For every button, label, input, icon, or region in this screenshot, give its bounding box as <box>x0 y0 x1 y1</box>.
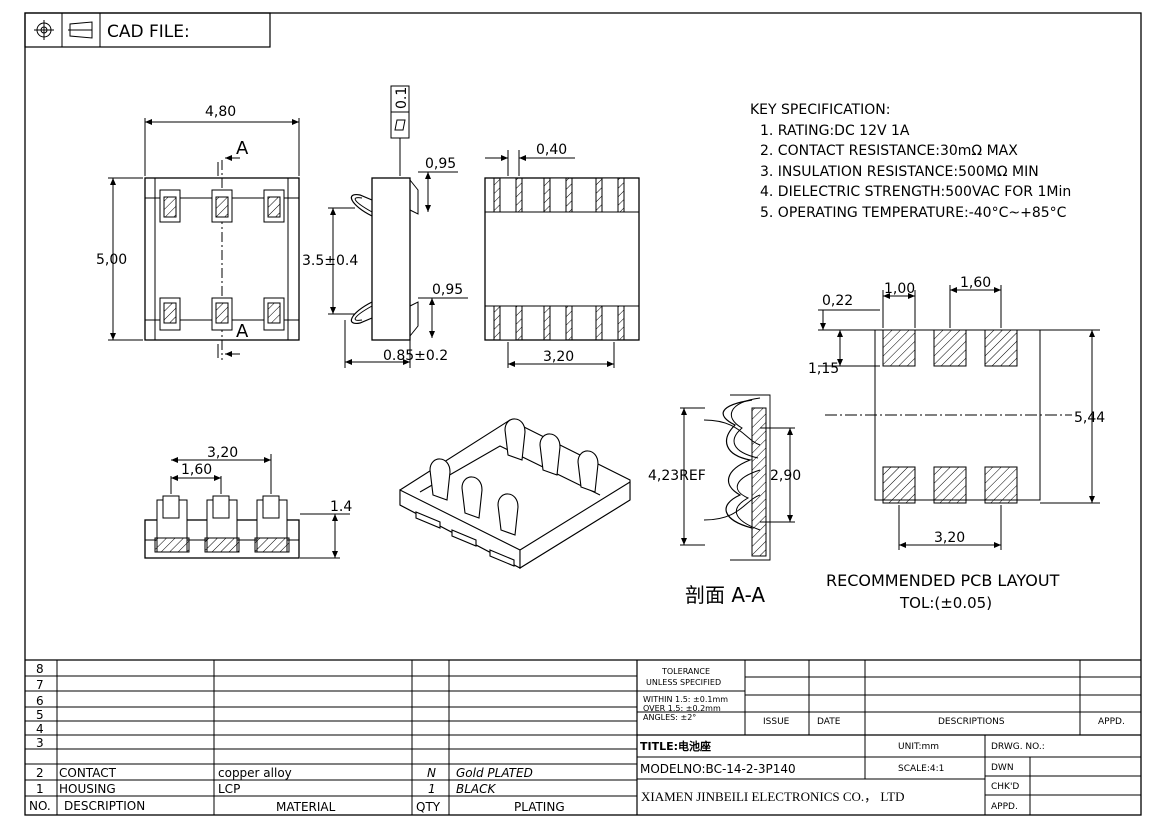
spec-item-4: 4. DIELECTRIC STRENGTH:500VAC FOR 1Min <box>760 184 1071 200</box>
side-top-dim: 0,95 <box>425 156 456 172</box>
chkd-label: CHK'D <box>991 782 1019 792</box>
section-title: 剖面 A-A <box>685 583 765 607</box>
section-ref-dim: 4,23REF <box>648 468 706 484</box>
spec-title: KEY SPECIFICATION: <box>750 102 890 118</box>
tolerance-sub: UNLESS SPECIFIED <box>646 678 721 687</box>
projection-symbol-icon <box>34 20 93 40</box>
front-contacts <box>154 495 290 553</box>
pcb-layout-title: RECOMMENDED PCB LAYOUT <box>826 571 1060 590</box>
title-block <box>637 660 1141 815</box>
bom-header-no: NO. <box>29 799 51 813</box>
section-inner-dim: 2,90 <box>770 468 801 484</box>
bom-row-7-no: 7 <box>36 678 44 692</box>
pitch-total-dim: 3,20 <box>543 349 574 365</box>
side-view <box>328 85 468 368</box>
appd-label: APPD. <box>991 802 1018 812</box>
scale-label: SCALE:4:1 <box>898 764 944 774</box>
spec-item-2: 2. CONTACT RESISTANCE:30mΩ MAX <box>760 143 1018 159</box>
bom-row-8-no: 8 <box>36 662 44 676</box>
section-marker-top: A <box>236 138 249 159</box>
side-bottom-dim: 0,95 <box>432 282 463 298</box>
key-specification: KEY SPECIFICATION: 1. RATING:DC 12V 1A 2… <box>750 102 1071 221</box>
bom-header-qty: QTY <box>416 800 441 814</box>
section-marker-bottom: A <box>236 321 249 342</box>
bom-row-1-plating: BLACK <box>456 782 497 796</box>
company-name: XIAMEN JINBEILI ELECTRONICS CO.， LTD <box>641 789 904 804</box>
top-width-dim: 4,80 <box>205 104 236 120</box>
side-depth-dim: 0.85±0.2 <box>383 348 448 364</box>
cad-file-header: CAD FILE: <box>24 12 271 48</box>
pcb-pads-lower <box>882 466 1018 504</box>
bom-row-1-qty: 1 <box>428 782 436 796</box>
tolerance-within: WITHIN 1.5: ±0.1mm <box>643 695 728 704</box>
tolerance-title: TOLERANCE <box>661 667 710 676</box>
bom-row-2-no: 2 <box>36 766 44 780</box>
bom-header-plating: PLATING <box>514 800 565 814</box>
bom-row-5-no: 5 <box>36 708 44 722</box>
pcb-pad-height-dim: 1,15 <box>808 361 839 377</box>
bom-row-2-desc: CONTACT <box>59 766 117 780</box>
sheet-border <box>24 12 1142 816</box>
dwn-label: DWN <box>991 763 1014 773</box>
front-pitch-total-dim: 3,20 <box>207 445 238 461</box>
bom-row-4-no: 4 <box>36 722 44 736</box>
top-view <box>108 118 300 360</box>
back-view <box>484 150 640 368</box>
top-height-dim: 5,00 <box>96 252 127 268</box>
bom-row-2-qty: N <box>427 766 436 780</box>
bom-row-1-desc: HOUSING <box>59 782 116 796</box>
tolerance-angles: ANGLES: ±2° <box>643 713 696 722</box>
bom-row-2-plating: Gold PLATED <box>456 766 533 780</box>
title-block-text: TOLERANCE UNLESS SPECIFIED WITHIN 1.5: ±… <box>640 667 1125 812</box>
iso-contacts <box>415 418 599 567</box>
drawing-title: TITLE:电池座 <box>640 739 711 753</box>
bom-row-6-no: 6 <box>36 694 44 708</box>
isometric-view <box>399 418 631 569</box>
front-view <box>144 454 350 559</box>
front-height-dim: 1.4 <box>330 499 352 515</box>
unit-label: UNIT:mm <box>898 742 939 752</box>
pcb-pads-upper <box>882 329 1018 367</box>
side-height-dim: 3.5±0.4 <box>302 253 358 269</box>
pin-width-dim: 0,40 <box>536 142 567 158</box>
pcb-offset-dim: 0,22 <box>822 293 853 309</box>
bom-row-1-no: 1 <box>36 782 44 796</box>
top-contacts-upper <box>159 189 285 223</box>
pcb-total-width-dim: 3,20 <box>934 530 965 546</box>
back-pins-lower <box>493 305 625 341</box>
bom-table <box>25 659 1141 815</box>
date-label: DATE <box>817 717 841 727</box>
issue-label: ISSUE <box>763 717 790 727</box>
pcb-pitch-dim: 1,60 <box>960 275 991 291</box>
top-contacts-lower <box>159 297 285 331</box>
bom-row-1-material: LCP <box>218 782 240 796</box>
model-number: MODELNO:BC-14-2-3P140 <box>640 762 796 776</box>
front-pitch-dim: 1,60 <box>181 462 212 478</box>
drwg-no-label: DRWG. NO.: <box>991 742 1045 752</box>
bom-header-desc: DESCRIPTION <box>64 799 145 813</box>
cad-file-label: CAD FILE: <box>107 22 190 42</box>
pcb-total-height-dim: 5,44 <box>1074 410 1105 426</box>
section-a-a <box>680 394 795 561</box>
appd-col-label: APPD. <box>1098 717 1125 727</box>
pcb-pad-width-dim: 1,00 <box>884 281 915 297</box>
bom-row-2-material: copper alloy <box>218 766 292 780</box>
flatness-value: 0.1 <box>394 87 410 109</box>
tolerance-over: OVER 1.5: ±0.2mm <box>643 704 721 713</box>
bom-row-3-no: 3 <box>36 736 44 750</box>
descriptions-label: DESCRIPTIONS <box>938 717 1005 727</box>
spec-item-3: 3. INSULATION RESISTANCE:500MΩ MIN <box>760 164 1039 180</box>
pcb-layout <box>818 285 1100 550</box>
spec-item-5: 5. OPERATING TEMPERATURE:-40°C~+85°C <box>760 205 1067 221</box>
bom-text: 8 7 6 5 4 3 2 CONTACT copper alloy N Gol… <box>29 662 565 814</box>
pcb-tolerance: TOL:(±0.05) <box>899 594 992 612</box>
bom-header-material: MATERIAL <box>276 800 336 814</box>
back-pins-upper <box>493 177 625 213</box>
spec-item-1: 1. RATING:DC 12V 1A <box>760 123 910 139</box>
